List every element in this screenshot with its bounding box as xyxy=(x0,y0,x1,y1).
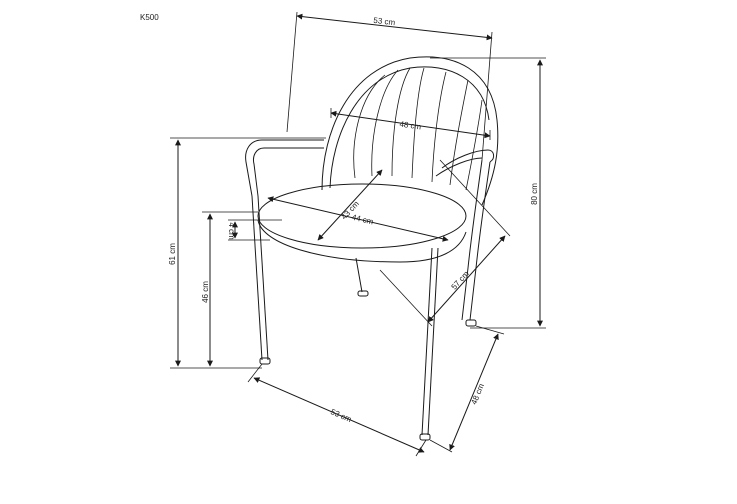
label-base-width: 53 cm xyxy=(329,407,353,424)
dimension-base-width: 53 cm xyxy=(247,363,427,457)
label-seat-width: 44 cm xyxy=(351,213,375,227)
dimension-seat-thickness: 4 cm xyxy=(227,219,282,241)
dimension-base-depth: 48 cm xyxy=(429,325,505,453)
label-seat-height: 46 cm xyxy=(201,281,210,303)
dimension-inner-back-width: 48 cm xyxy=(330,108,491,140)
dimension-total-height: 80 cm xyxy=(430,57,546,329)
dimension-seat-height: 46 cm xyxy=(201,211,258,367)
chair-outline xyxy=(245,56,499,441)
label-armrest-height: 61 cm xyxy=(168,243,177,265)
label-top-width: 53 cm xyxy=(373,16,396,27)
label-inner-back-width: 48 cm xyxy=(399,120,422,132)
label-total-height: 80 cm xyxy=(530,183,539,205)
model-code: K500 xyxy=(140,13,159,22)
dimension-armrest-height: 61 cm xyxy=(168,137,326,369)
label-seat-thickness: 4 cm xyxy=(227,222,236,240)
label-base-depth: 48 cm xyxy=(469,382,486,406)
dimension-seat-depth: 43 cm xyxy=(317,169,383,241)
dimension-diagonal-depth: 57 cm xyxy=(379,159,511,327)
dimension-top-width: 53 cm xyxy=(286,11,493,161)
